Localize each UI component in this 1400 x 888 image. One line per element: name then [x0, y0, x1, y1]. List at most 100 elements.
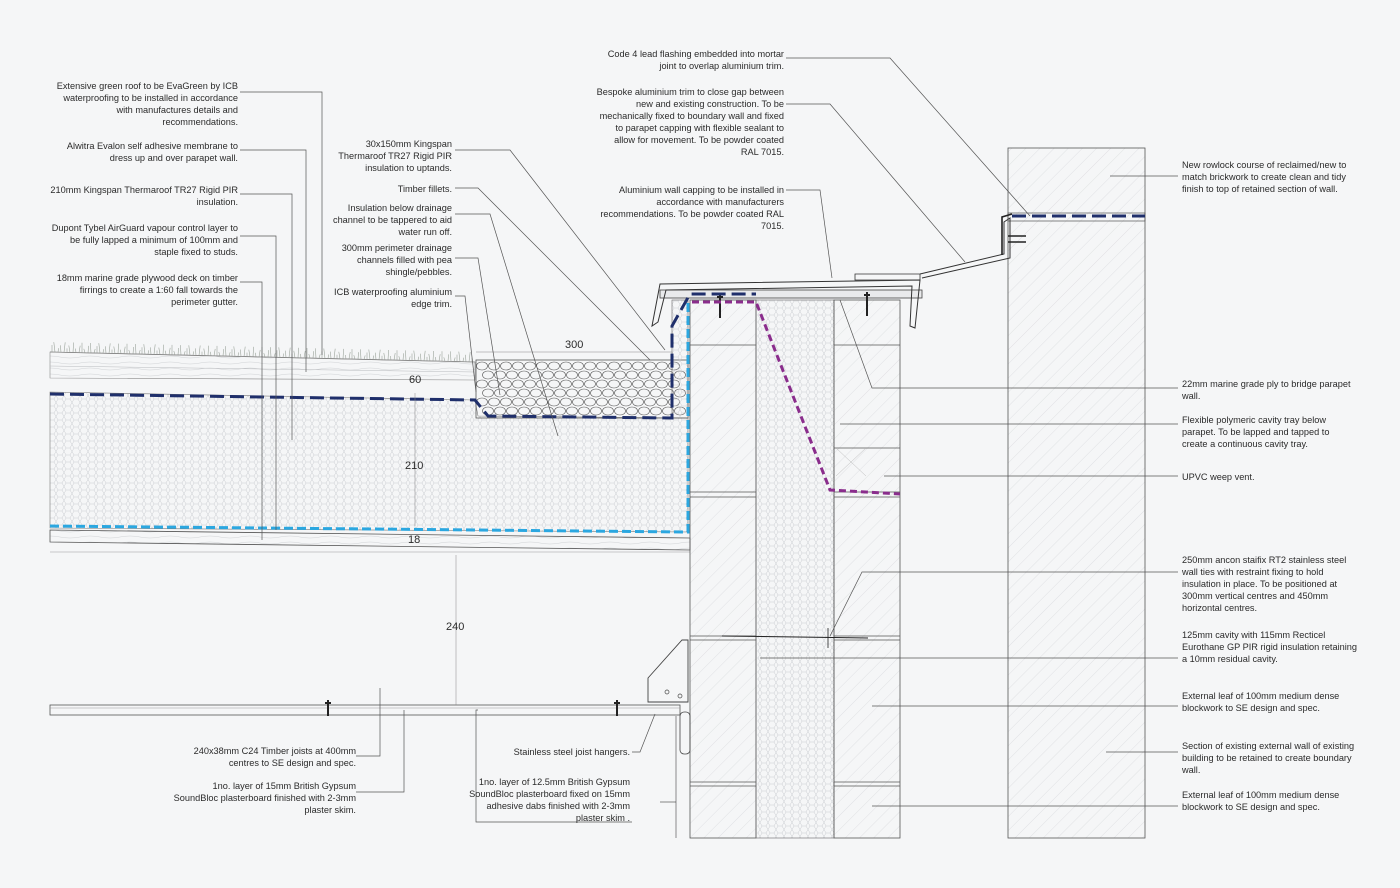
pebble — [524, 397, 536, 407]
pebble — [566, 406, 578, 416]
note-cavity-tray: Flexible polymeric cavity tray below par… — [1182, 415, 1330, 449]
note-edge-trim: ICB waterproofing aluminium edge trim. — [334, 287, 452, 309]
pebble — [638, 406, 650, 416]
pebble — [524, 379, 536, 389]
dimension-210: 210 — [405, 460, 424, 472]
pebble — [578, 388, 590, 398]
drainage-channel-pebbles — [475, 359, 689, 419]
pebble — [626, 388, 638, 398]
pebble — [500, 379, 512, 389]
ceiling-fixing-screws — [325, 700, 620, 716]
pebble — [608, 397, 620, 407]
pebble — [638, 370, 650, 380]
pebble — [518, 388, 530, 398]
note-rowlock-course: New rowlock course of reclaimed/new to m… — [1182, 160, 1347, 194]
note-existing-wall: Section of existing external wall of exi… — [1182, 741, 1355, 775]
pebble — [524, 361, 536, 371]
pebble — [500, 361, 512, 371]
pebble — [506, 406, 518, 416]
pebble — [530, 388, 542, 398]
pebble — [608, 361, 620, 371]
pebble — [578, 370, 590, 380]
dimension-240: 240 — [446, 621, 465, 633]
pebble — [488, 397, 500, 407]
pebble — [518, 406, 530, 416]
parapet-ply — [659, 289, 923, 299]
note-cavity-insulation: 125mm cavity with 115mm Recticel Eurotha… — [1182, 630, 1358, 664]
pebble — [596, 397, 608, 407]
pebble — [626, 406, 638, 416]
note-lead-flashing: Code 4 lead flashing embedded into morta… — [607, 49, 784, 71]
cavity-insulation — [755, 299, 835, 839]
dimension-60: 60 — [409, 374, 422, 386]
note-ceiling-plasterboard: 1no. layer of 15mm British Gypsum SoundB… — [173, 781, 356, 815]
pebble — [656, 379, 668, 389]
pebble — [536, 361, 548, 371]
pebble — [560, 379, 572, 389]
pebble — [590, 388, 602, 398]
pebble — [632, 397, 644, 407]
note-green-roof: Extensive green roof to be EvaGreen by I… — [56, 81, 238, 127]
note-wall-capping: Aluminium wall capping to be installed i… — [600, 185, 784, 231]
vapour-control-layer-line — [49, 300, 690, 534]
note-vapour-control-layer: Dupont Tybel AirGuard vapour control lay… — [51, 223, 238, 257]
pebble — [572, 397, 584, 407]
dimension-18: 18 — [408, 534, 421, 546]
pebble — [632, 379, 644, 389]
pebble — [560, 397, 572, 407]
pebble — [482, 388, 494, 398]
note-joist-hangers: Stainless steel joist hangers. — [513, 747, 630, 757]
pebble — [476, 379, 488, 389]
wall-plasterboard — [675, 711, 691, 838]
pebble — [548, 379, 560, 389]
existing-boundary-wall — [1007, 147, 1146, 839]
pebble — [602, 388, 614, 398]
pebble — [632, 361, 644, 371]
pebble — [602, 370, 614, 380]
pebble — [494, 388, 506, 398]
pebble — [656, 397, 668, 407]
note-pir-insulation: 210mm Kingspan Thermaroof TR27 Rigid PIR… — [50, 185, 238, 207]
pebble — [542, 406, 554, 416]
capping-fixings — [717, 292, 870, 318]
pebble — [626, 370, 638, 380]
note-wall-ties: 250mm ancon staifix RT2 stainless steel … — [1182, 555, 1347, 613]
upstand-insulation — [671, 299, 689, 419]
pebble — [512, 361, 524, 371]
pebble — [554, 388, 566, 398]
cavity-tray-line — [692, 300, 901, 496]
pebble — [614, 406, 626, 416]
substrate-layers — [49, 351, 476, 381]
pebble — [584, 361, 596, 371]
pebble — [554, 406, 566, 416]
pebble — [572, 379, 584, 389]
pebble — [620, 361, 632, 371]
pebble — [530, 370, 542, 380]
pebble — [572, 361, 584, 371]
pebble — [548, 361, 560, 371]
lead-flashing — [1001, 213, 1026, 255]
dimension-300: 300 — [565, 339, 584, 351]
pebble — [554, 370, 566, 380]
pebble — [650, 388, 662, 398]
pebble — [512, 379, 524, 389]
pebble — [542, 388, 554, 398]
pebble — [578, 406, 590, 416]
pebble — [566, 388, 578, 398]
pebble — [518, 370, 530, 380]
pebble — [506, 370, 518, 380]
note-timber-fillets: Timber fillets. — [397, 184, 452, 194]
pebble — [584, 379, 596, 389]
pebble — [500, 397, 512, 407]
pebble — [584, 397, 596, 407]
note-timber-joists: 240x38mm C24 Timber joists at 400mm cent… — [193, 746, 356, 768]
pebble — [602, 406, 614, 416]
joist-hanger — [647, 639, 689, 703]
pebble — [482, 370, 494, 380]
pebble — [596, 361, 608, 371]
annotation-leader-lines — [240, 57, 1178, 823]
aluminium-wall-capping — [651, 273, 921, 329]
plywood-deck — [49, 529, 691, 551]
note-outer-leaf-lower: External leaf of 100mm medium dense bloc… — [1182, 790, 1340, 812]
pebble — [620, 379, 632, 389]
